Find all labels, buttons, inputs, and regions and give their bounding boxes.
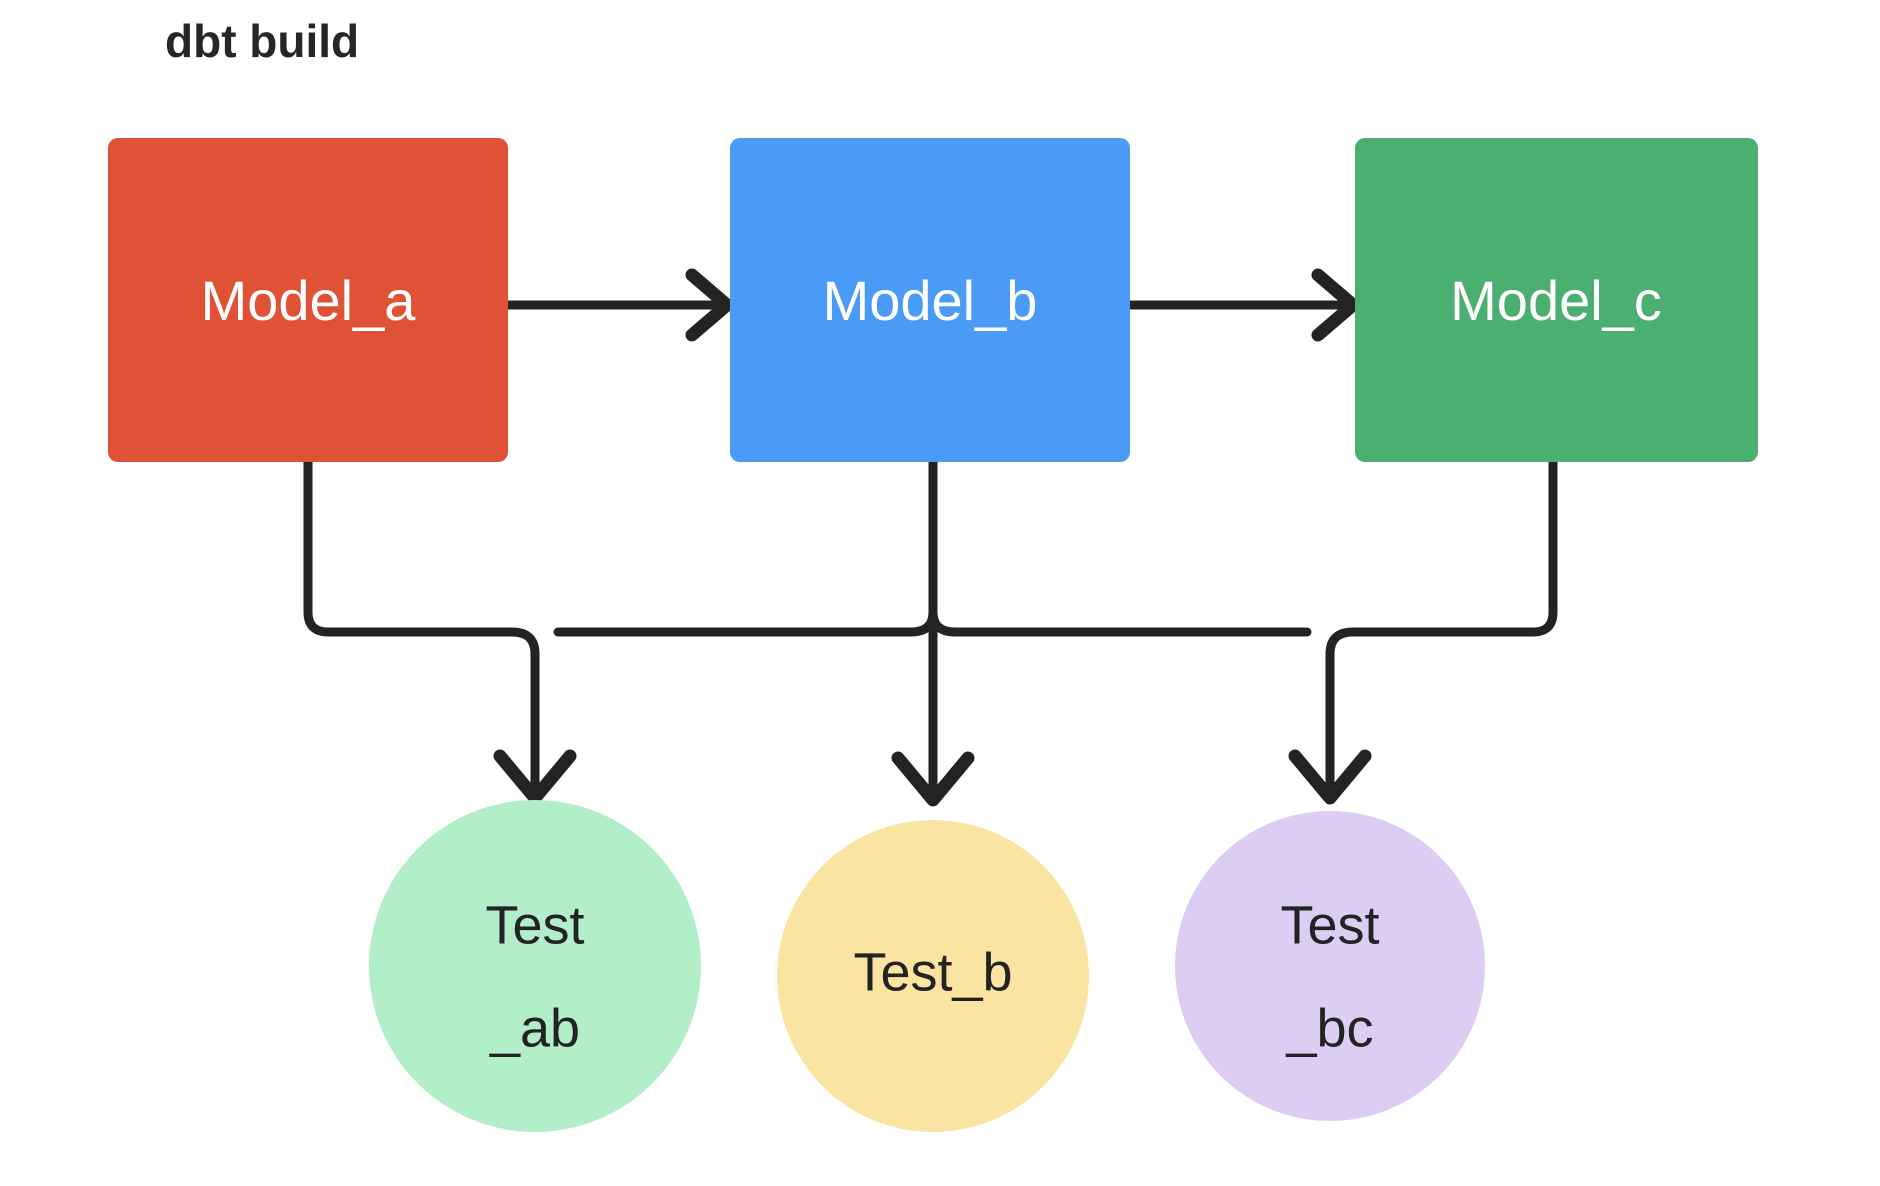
- model-b-label: Model_b: [823, 269, 1038, 332]
- edge-layer: [303, 268, 1558, 807]
- model-a-label: Model_a: [201, 269, 417, 332]
- model-node-model-c[interactable]: Model_c: [1355, 138, 1758, 462]
- test-ab-label-line-1: Test: [485, 895, 584, 955]
- test-b-label-line-1: Test_b: [853, 942, 1012, 1002]
- edge-bus-to-test-ab: [493, 649, 577, 805]
- model-b-box[interactable]: [730, 138, 1130, 462]
- test-node-test-b[interactable]: Test_b: [777, 820, 1089, 1132]
- test-node-test-ab[interactable]: Test _ab: [369, 800, 701, 1132]
- model-c-box[interactable]: [1355, 138, 1758, 462]
- test-ab-circle[interactable]: [369, 800, 701, 1132]
- edge-model-a-to-model-b: [503, 268, 734, 342]
- edge-bus-right: [928, 607, 1312, 637]
- page-title: dbt build: [165, 15, 359, 67]
- test-node-test-bc[interactable]: Test _bc: [1175, 811, 1485, 1121]
- model-a-box[interactable]: [108, 138, 508, 462]
- test-bc-label-line-2: _bc: [1285, 998, 1373, 1058]
- model-node-model-b[interactable]: Model_b: [730, 138, 1130, 462]
- model-c-label: Model_c: [1450, 269, 1662, 332]
- edge-bus-left: [553, 607, 938, 637]
- model-node-model-a[interactable]: Model_a: [108, 138, 508, 462]
- test-b-circle[interactable]: [777, 820, 1089, 1132]
- test-bc-label-line-1: Test: [1280, 895, 1379, 955]
- edge-model-b-to-model-c: [1125, 268, 1360, 342]
- edge-bus-to-test-bc: [1288, 649, 1372, 805]
- edge-model-a-to-bus: [303, 457, 540, 659]
- test-ab-label-line-2: _ab: [489, 998, 580, 1058]
- edge-model-b-to-test-b: [891, 457, 975, 807]
- test-bc-circle[interactable]: [1175, 811, 1485, 1121]
- edge-model-c-to-bus: [1325, 457, 1558, 659]
